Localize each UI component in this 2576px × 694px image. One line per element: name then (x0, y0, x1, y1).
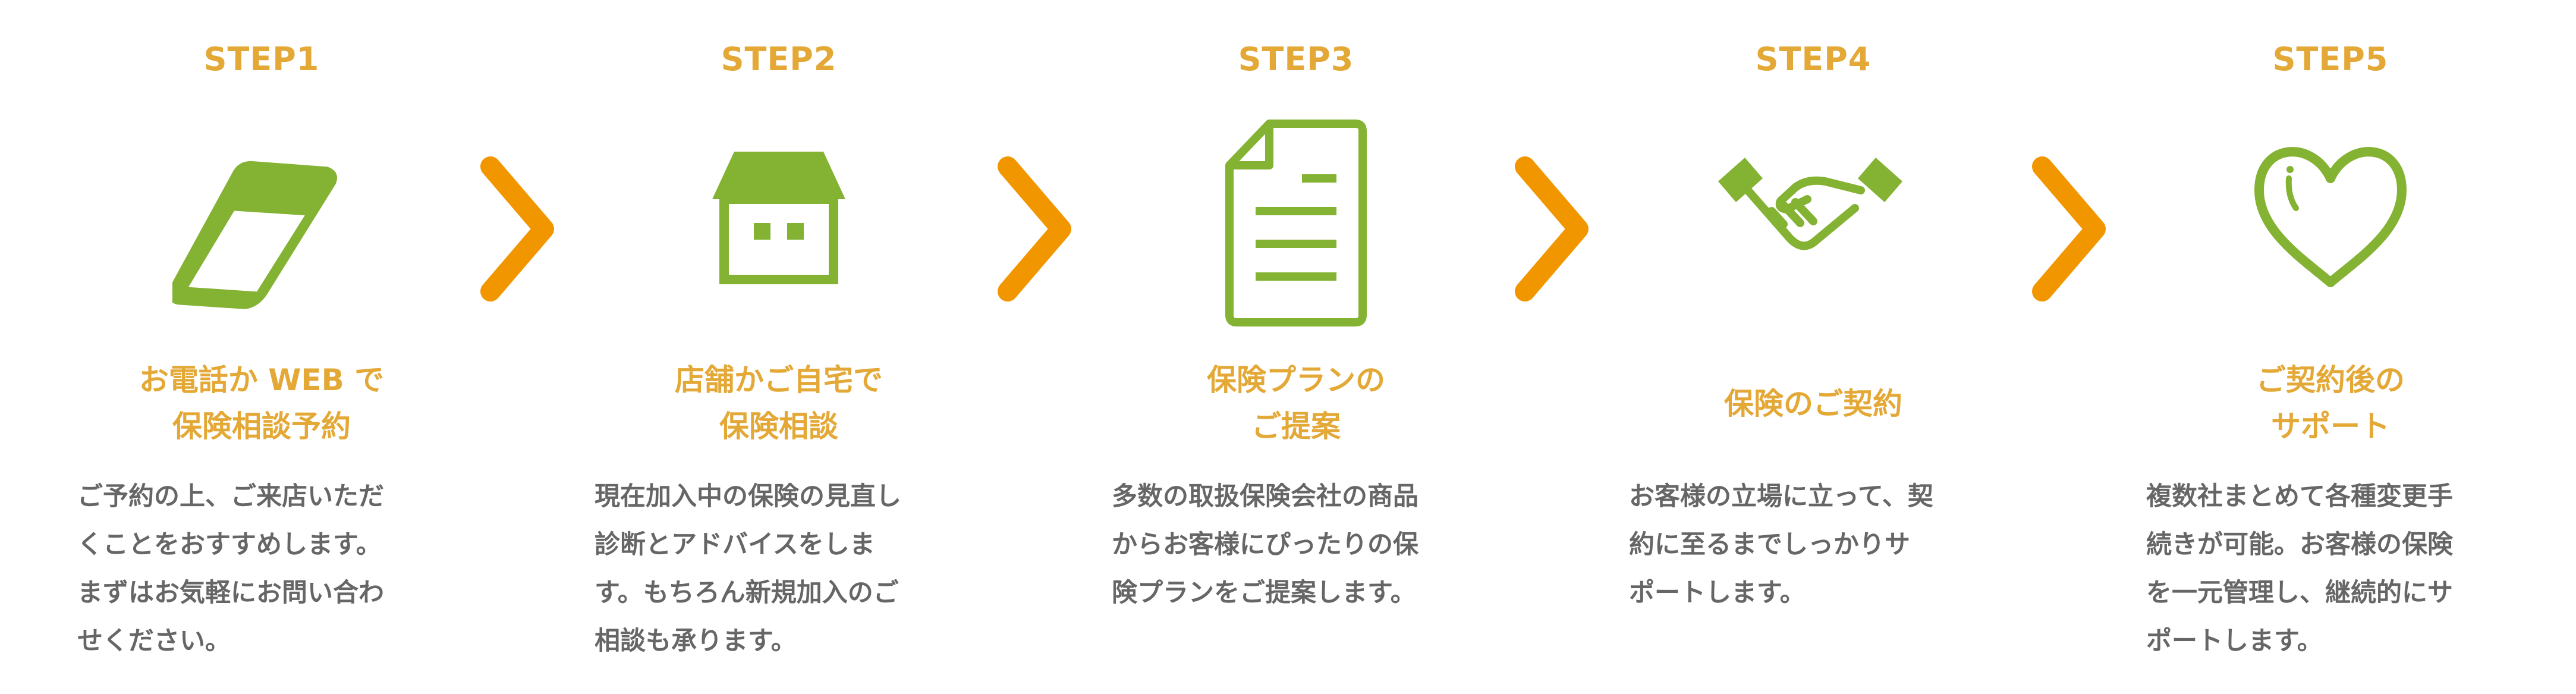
step-label: STEP1 (203, 40, 320, 78)
step-label: STEP5 (2272, 40, 2389, 78)
step-label: STEP2 (721, 40, 837, 78)
step-description: 現在加入中の保険の見直し 診断とアドバイスをしま す。もちろん新規加入のご 相談… (595, 473, 975, 665)
description-line: からお客様にぴったりの保 (1112, 530, 1418, 560)
step-5: STEP5 ご契約後の サポート 複数社まとめて各種変更手 続きが可能。お客様の… (2111, 0, 2550, 694)
step-description: 複数社まとめて各種変更手 続きが可能。お客様の保険 を一元管理し、継続的にサ ポ… (2146, 473, 2527, 665)
description-line: ポートします。 (2146, 626, 2323, 656)
step-2: STEP2 店舗かご自宅で 保険相談 現在加入中の保険の見直し 診断とアドバイス… (559, 0, 999, 694)
handshake-icon (1718, 158, 1902, 250)
step-title-line: 保険プランの (1207, 363, 1385, 397)
step-title: 保険のご契約 (1593, 381, 2033, 427)
description-line: ご予約の上、ご来店いただ (77, 482, 384, 511)
description-line: 診断とアドバイスをしま (595, 530, 875, 560)
description-line: 現在加入中の保険の見直し (595, 482, 901, 511)
description-line: 約に至るまでしっかりサ (1629, 530, 1910, 560)
house-icon (712, 152, 845, 284)
step-title: 店舗かご自宅で 保険相談 (559, 357, 999, 450)
step-description: ご予約の上、ご来店いただ くことをおすすめします。 まずはお気軽にお問い合わ せ… (77, 473, 458, 665)
description-line: す。もちろん新規加入のご (595, 578, 899, 608)
description-line: くことをおすすめします。 (77, 530, 382, 560)
step-title-line: 店舗かご自宅で (675, 363, 883, 397)
step-title: お電話か WEB で 保険相談予約 (42, 357, 482, 450)
description-line: まずはお気軽にお問い合わ (77, 578, 384, 608)
step-title: 保険プランの ご提案 (1076, 357, 1516, 450)
description-line: せください。 (77, 626, 231, 656)
document-icon (1225, 120, 1367, 326)
description-line: を一元管理し、継続的にサ (2146, 578, 2453, 608)
step-title: ご契約後の サポート (2111, 357, 2550, 450)
description-line: ポートします。 (1629, 578, 1806, 608)
chevron-right-icon (998, 156, 1071, 302)
smartphone-icon (172, 161, 337, 309)
step-label: STEP4 (1755, 40, 1872, 78)
description-line: お客様の立場に立って、契 (1629, 482, 1933, 511)
step-description: お客様の立場に立って、契 約に至るまでしっかりサ ポートします。 (1629, 473, 2009, 617)
chevron-right-icon (480, 156, 554, 302)
heart-icon (2254, 147, 2407, 287)
step-3: STEP3 保険プランの ご提案 多数の取扱保険会社の商品 からお客様にぴったり… (1076, 0, 1516, 694)
description-line: 険プランをご提案します。 (1112, 578, 1416, 608)
step-title-line: サポート (2271, 409, 2390, 444)
step-title-line: 保険相談予約 (172, 409, 351, 444)
description-line: 複数社まとめて各種変更手 (2146, 482, 2453, 511)
step-4: STEP4 保険のご契約 お客様の立場に立って、契 約に至るまでしっかりサ ポー… (1593, 0, 2033, 694)
step-title-line: 保険相談 (719, 409, 838, 444)
step-title-line: ご契約後の (2256, 363, 2405, 397)
step-1: STEP1 お電話か WEB で 保険相談予約 ご予約の上、ご来店いただ くこと… (42, 0, 482, 694)
description-line: 続きが可能。お客様の保険 (2146, 530, 2453, 560)
step-title-line: お電話か WEB で (139, 363, 385, 397)
step-label: STEP3 (1238, 40, 1354, 78)
chevron-right-icon (2032, 156, 2106, 302)
step-title-line: ご提案 (1251, 409, 1341, 444)
step-description: 多数の取扱保険会社の商品 からお客様にぴったりの保 険プランをご提案します。 (1112, 473, 1492, 617)
chevron-right-icon (1515, 156, 1589, 302)
step-title-line: 保険のご契約 (1724, 387, 1902, 421)
description-line: 多数の取扱保険会社の商品 (1112, 482, 1418, 511)
description-line: 相談も承ります。 (595, 626, 797, 656)
